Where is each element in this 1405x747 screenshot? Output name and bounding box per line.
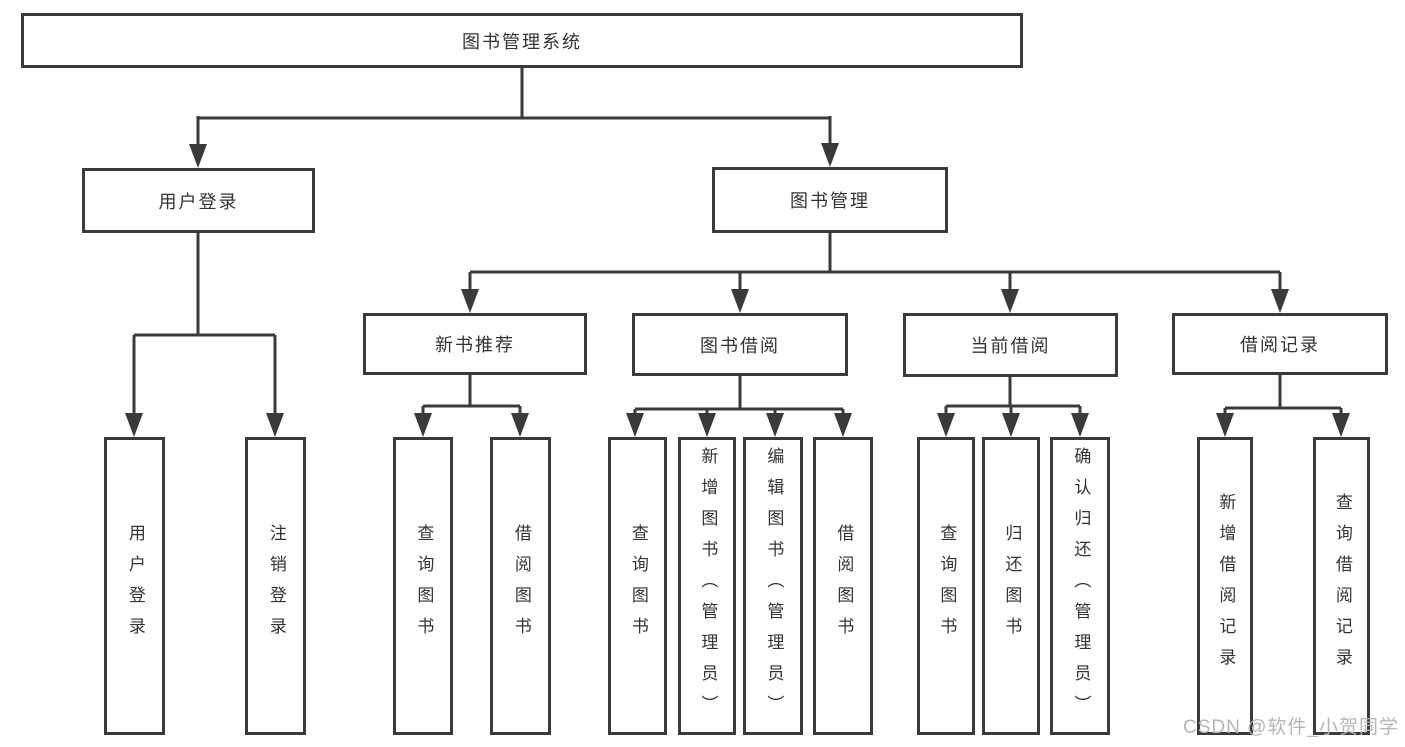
node-borrowing-records: 借阅记录 — [1172, 313, 1388, 375]
connector-borrow-record — [1216, 373, 1350, 437]
node-leaf-add-borrow-record: 新增借阅记录 — [1197, 437, 1253, 735]
node-leaf-query-borrow-record: 查询借阅记录 — [1313, 437, 1370, 735]
node-user-login: 用户登录 — [82, 168, 315, 233]
node-leaf-borrow-book-2: 借阅图书 — [813, 437, 873, 735]
node-leaf-borrow-book-1-label: 借阅图书 — [511, 524, 531, 648]
node-leaf-confirm-return-admin: 确认归还（管理员） — [1050, 437, 1110, 735]
node-leaf-query-book-1-label: 查询图书 — [414, 524, 434, 648]
connector-user-login — [125, 231, 284, 437]
node-leaf-return-book: 归还图书 — [982, 437, 1040, 735]
node-leaf-borrow-book-1: 借阅图书 — [490, 437, 551, 735]
node-root-label: 图书管理系统 — [462, 31, 582, 52]
connector-current-borrow — [937, 375, 1089, 437]
node-book-borrowing: 图书借阅 — [632, 313, 848, 376]
node-leaf-edit-book-admin-label: 编辑图书（管理员） — [764, 446, 784, 726]
node-leaf-query-book-2-label: 查询图书 — [628, 524, 648, 648]
node-leaf-logout-label: 注销登录 — [266, 524, 286, 648]
node-leaf-user-login: 用户登录 — [104, 437, 165, 735]
node-leaf-query-book-3-label: 查询图书 — [937, 524, 957, 648]
node-book-management: 图书管理 — [712, 167, 948, 233]
node-leaf-query-book-3: 查询图书 — [917, 437, 975, 735]
node-leaf-return-book-label: 归还图书 — [1002, 524, 1022, 648]
node-borrowing-records-label: 借阅记录 — [1240, 335, 1320, 355]
node-leaf-add-borrow-record-label: 新增借阅记录 — [1216, 493, 1236, 679]
connector-root — [189, 66, 839, 168]
node-root-library-system: 图书管理系统 — [21, 13, 1023, 68]
node-leaf-logout: 注销登录 — [245, 437, 306, 735]
node-new-book-recommend: 新书推荐 — [363, 313, 587, 375]
node-leaf-confirm-return-admin-label: 确认归还（管理员） — [1071, 446, 1091, 726]
node-current-borrowing: 当前借阅 — [903, 313, 1118, 377]
node-leaf-edit-book-admin: 编辑图书（管理员） — [743, 437, 803, 735]
connector-new-book — [414, 373, 529, 437]
node-leaf-user-login-label: 用户登录 — [125, 524, 145, 648]
node-new-book-recommend-label: 新书推荐 — [435, 335, 515, 355]
node-leaf-query-borrow-record-label: 查询借阅记录 — [1332, 493, 1352, 679]
node-current-borrowing-label: 当前借阅 — [970, 336, 1051, 356]
node-leaf-add-book-admin: 新增图书（管理员） — [678, 437, 736, 735]
connector-book-mgmt — [461, 231, 1289, 313]
node-leaf-query-book-2: 查询图书 — [608, 437, 667, 735]
node-leaf-query-book-1: 查询图书 — [393, 437, 453, 735]
node-leaf-borrow-book-2-label: 借阅图书 — [834, 524, 854, 648]
node-user-login-label: 用户登录 — [158, 191, 239, 212]
node-book-management-label: 图书管理 — [790, 191, 870, 211]
connector-book-borrow — [626, 374, 852, 437]
watermark: CSDN @软件_小贺同学 — [1183, 717, 1399, 738]
node-book-borrowing-label: 图书借阅 — [700, 335, 780, 356]
node-leaf-add-book-admin-label: 新增图书（管理员） — [698, 446, 718, 726]
